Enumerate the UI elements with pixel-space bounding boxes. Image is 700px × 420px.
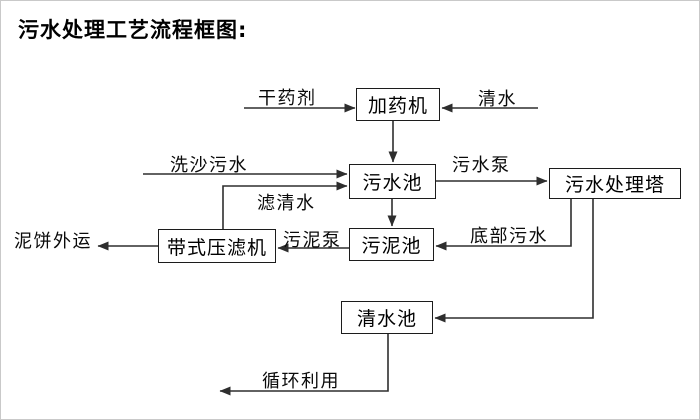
- sewage-pool-box: 污水池: [349, 164, 436, 199]
- label-clean-water: 清水: [478, 89, 517, 110]
- arrow-filtered-to-sewage-pool: [222, 181, 348, 229]
- label-mudcake-out: 泥饼外运: [14, 231, 92, 252]
- label-filtered: 滤清水: [257, 193, 316, 214]
- label-sewage-pump: 污水泵: [452, 155, 511, 176]
- dosing-machine-box: 加药机: [356, 88, 440, 121]
- label-sludge-pump: 污泥泵: [283, 230, 342, 251]
- flow-arrows: [97, 103, 594, 396]
- arrow-tower-to-sludge-pool: [435, 199, 572, 251]
- sludge-pool-box: 污泥池: [349, 228, 434, 261]
- sewage-treatment-tower-box: 污水处理塔: [549, 168, 681, 199]
- arrow-clean-pool-to-recycle: [219, 334, 389, 396]
- label-bottom-sewage: 底部污水: [470, 226, 548, 247]
- label-recycle: 循环利用: [262, 371, 340, 392]
- clean-water-pool-box: 清水池: [341, 301, 433, 334]
- arrow-tower-to-clean-pool: [434, 199, 594, 323]
- belt-filter-press-box: 带式压滤机: [158, 229, 276, 263]
- label-dry-agent: 干药剂: [258, 88, 317, 109]
- page-title: 污水处理工艺流程框图:: [18, 18, 248, 42]
- label-sandwash: 洗沙污水: [170, 155, 248, 176]
